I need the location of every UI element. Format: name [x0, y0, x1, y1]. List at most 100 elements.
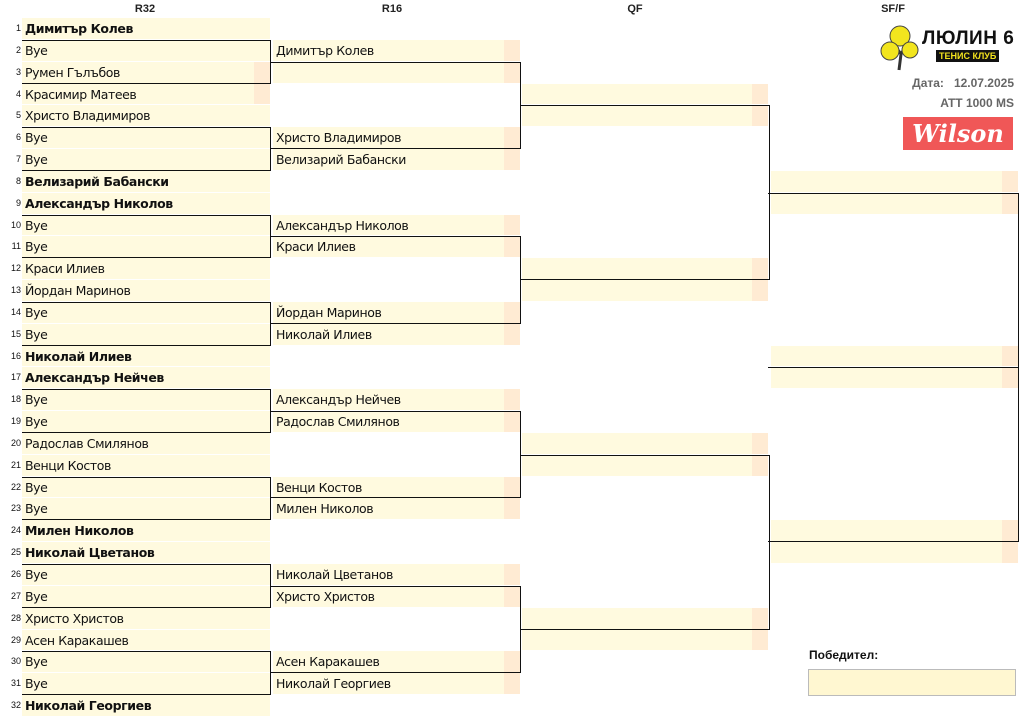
score-cell[interactable] — [254, 83, 270, 105]
score-cell[interactable] — [504, 214, 520, 236]
score-cell[interactable] — [752, 83, 768, 105]
r32-player[interactable]: Bye — [22, 411, 270, 432]
r32-player[interactable]: Александър Нейчев — [22, 367, 270, 389]
r16-player[interactable]: Краси Илиев — [273, 236, 520, 258]
r16-player[interactable] — [273, 61, 520, 83]
score-cell[interactable] — [1002, 192, 1018, 214]
score-cell[interactable] — [1002, 345, 1018, 367]
r32-player[interactable]: Bye — [22, 651, 270, 673]
score-cell[interactable] — [504, 39, 520, 61]
qf-player[interactable] — [522, 83, 768, 105]
r32-player[interactable]: Румен Гълъбов — [22, 61, 270, 83]
r16-player[interactable]: Велизарий Бабански — [273, 149, 520, 170]
score-cell[interactable] — [504, 389, 520, 411]
qf-player[interactable] — [522, 258, 768, 280]
score-cell[interactable] — [1002, 520, 1018, 542]
r32-player[interactable]: Bye — [22, 673, 270, 695]
r16-player[interactable]: Венци Костов — [273, 476, 520, 498]
r32-player[interactable]: Bye — [22, 149, 270, 170]
score-cell[interactable] — [504, 149, 520, 170]
score-cell[interactable] — [752, 280, 768, 301]
score-cell[interactable] — [1002, 170, 1018, 192]
r16-player[interactable]: Христо Владимиров — [273, 127, 520, 149]
r16-player[interactable]: Асен Каракашев — [273, 651, 520, 673]
score-cell[interactable] — [752, 629, 768, 651]
score-cell[interactable] — [504, 673, 520, 695]
score-cell[interactable] — [504, 323, 520, 345]
r32-player[interactable]: Bye — [22, 585, 270, 607]
r32-player[interactable]: Bye — [22, 127, 270, 149]
r32-player[interactable]: Венци Костов — [22, 454, 270, 476]
r32-player[interactable]: Радослав Смилянов — [22, 432, 270, 454]
r32-player[interactable]: Асен Каракашев — [22, 629, 270, 651]
r32-player[interactable]: Христо Владимиров — [22, 105, 270, 127]
r32-player[interactable]: Красимир Матеев — [22, 83, 270, 105]
score-cell[interactable] — [504, 236, 520, 258]
score-cell[interactable] — [752, 607, 768, 629]
score-cell[interactable] — [752, 454, 768, 476]
score-cell[interactable] — [504, 127, 520, 149]
r16-player[interactable]: Димитър Колев — [273, 39, 520, 61]
seed-number: 23 — [10, 503, 21, 514]
header-r16: R16 — [381, 3, 403, 15]
score-cell[interactable] — [504, 411, 520, 432]
score-cell[interactable] — [254, 61, 270, 83]
r32-player[interactable]: Александър Николов — [22, 192, 270, 214]
r32-player[interactable]: Bye — [22, 564, 270, 585]
r16-player[interactable]: Йордан Маринов — [273, 301, 520, 323]
score-cell[interactable] — [752, 258, 768, 280]
winner-field[interactable] — [808, 669, 1016, 696]
score-cell[interactable] — [504, 651, 520, 673]
qf-player[interactable] — [522, 432, 768, 454]
r32-player[interactable]: Николай Георгиев — [22, 695, 270, 716]
r32-player[interactable]: Милен Николов — [22, 520, 270, 542]
r16-player[interactable]: Христо Христов — [273, 585, 520, 607]
r32-player[interactable]: Bye — [22, 214, 270, 236]
score-cell[interactable] — [504, 498, 520, 520]
r32-player[interactable]: Велизарий Бабански — [22, 170, 270, 192]
r16-player[interactable]: Милен Николов — [273, 498, 520, 520]
r32-player[interactable]: Bye — [22, 476, 270, 498]
r32-player[interactable]: Bye — [22, 323, 270, 345]
score-cell[interactable] — [1002, 542, 1018, 563]
score-cell[interactable] — [504, 564, 520, 585]
sf-player[interactable] — [771, 542, 1018, 563]
seed-number: 25 — [10, 547, 21, 558]
r32-player[interactable]: Христо Христов — [22, 607, 270, 629]
r32-player[interactable]: Краси Илиев — [22, 258, 270, 280]
score-cell[interactable] — [504, 476, 520, 498]
r16-player[interactable]: Николай Цветанов — [273, 564, 520, 585]
seed-number: 5 — [15, 110, 21, 121]
r32-player[interactable]: Bye — [22, 498, 270, 520]
score-cell[interactable] — [504, 301, 520, 323]
qf-player[interactable] — [522, 280, 768, 301]
r32-player[interactable]: Bye — [22, 301, 270, 323]
sf-player[interactable] — [771, 170, 1018, 192]
score-cell[interactable] — [752, 105, 768, 127]
qf-player[interactable] — [522, 105, 768, 127]
r32-player[interactable]: Николай Илиев — [22, 345, 270, 367]
r32-player[interactable]: Bye — [22, 389, 270, 411]
sf-player[interactable] — [771, 367, 1018, 389]
score-cell[interactable] — [1002, 367, 1018, 389]
r16-player[interactable]: Александър Нейчев — [273, 389, 520, 411]
sf-player[interactable] — [771, 345, 1018, 367]
r32-player[interactable]: Димитър Колев — [22, 18, 270, 39]
r32-player[interactable]: Николай Цветанов — [22, 542, 270, 563]
qf-player[interactable] — [522, 454, 768, 476]
score-cell[interactable] — [504, 585, 520, 607]
score-cell[interactable] — [752, 432, 768, 454]
seed-number: 2 — [15, 44, 21, 55]
sf-player[interactable] — [771, 192, 1018, 214]
r32-player[interactable]: Bye — [22, 39, 270, 61]
r32-player[interactable]: Йордан Маринов — [22, 280, 270, 301]
r16-player[interactable]: Николай Георгиев — [273, 673, 520, 695]
qf-player[interactable] — [522, 607, 768, 629]
r16-player[interactable]: Александър Николов — [273, 214, 520, 236]
sf-player[interactable] — [771, 520, 1018, 542]
r16-player[interactable]: Радослав Смилянов — [273, 411, 520, 432]
score-cell[interactable] — [504, 61, 520, 83]
r16-player[interactable]: Николай Илиев — [273, 323, 520, 345]
r32-player[interactable]: Bye — [22, 236, 270, 258]
qf-player[interactable] — [522, 629, 768, 651]
